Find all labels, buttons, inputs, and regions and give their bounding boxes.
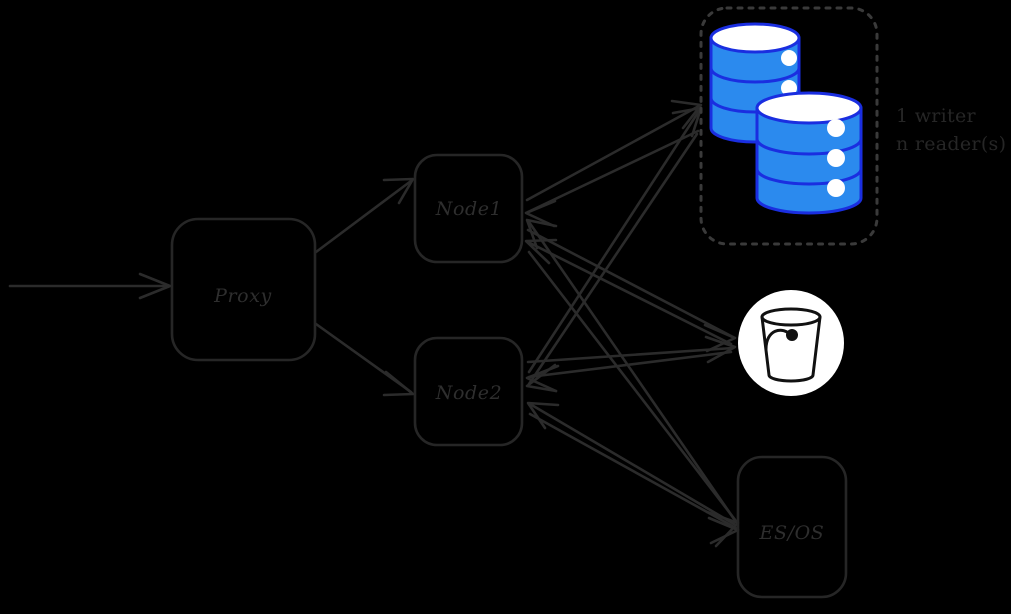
edge-proxy-to-node1: [314, 177, 415, 254]
database-annotation-line1: 1 writer: [896, 105, 977, 127]
inbound-arrow-icon: [8, 272, 172, 300]
esos-node[interactable]: ES/OS: [736, 455, 848, 599]
proxy-node-shape: [170, 217, 317, 362]
edge-node1-to-database: [525, 99, 703, 202]
database-dashed-border: [699, 6, 879, 246]
node1-node-shape: [413, 153, 524, 264]
edge-database-to-node1: [524, 129, 700, 228]
edge-node2-to-bucket: [526, 335, 737, 364]
node1-node-label: Node1: [435, 198, 503, 220]
node2-node[interactable]: Node2: [413, 336, 524, 447]
esos-node-label: ES/OS: [759, 522, 825, 544]
proxy-node[interactable]: Proxy: [170, 217, 317, 362]
database-annotation: 1 writer n reader(s): [896, 105, 1006, 155]
node1-node[interactable]: Node1: [413, 153, 524, 264]
storage-bucket-icon: [760, 307, 822, 383]
edge-bucket-to-node2: [525, 350, 733, 393]
esos-node-shape: [736, 455, 848, 599]
edge-bucket-to-node1: [524, 238, 733, 346]
bucket-node[interactable]: [738, 290, 844, 396]
bucket-background-circle: [738, 290, 844, 396]
edge-esos-to-node1: [525, 218, 736, 521]
database-annotation-line2: n reader(s): [896, 133, 1006, 155]
node2-node-shape: [413, 336, 524, 447]
edge-esos-to-node2: [526, 401, 736, 526]
edge-proxy-to-node2: [314, 322, 415, 397]
database-cylinder-icon: [755, 91, 863, 215]
node2-node-label: Node2: [435, 382, 503, 404]
edge-node1-to-bucket: [526, 228, 737, 353]
proxy-node-label: Proxy: [213, 285, 272, 307]
database-group[interactable]: [699, 6, 879, 246]
